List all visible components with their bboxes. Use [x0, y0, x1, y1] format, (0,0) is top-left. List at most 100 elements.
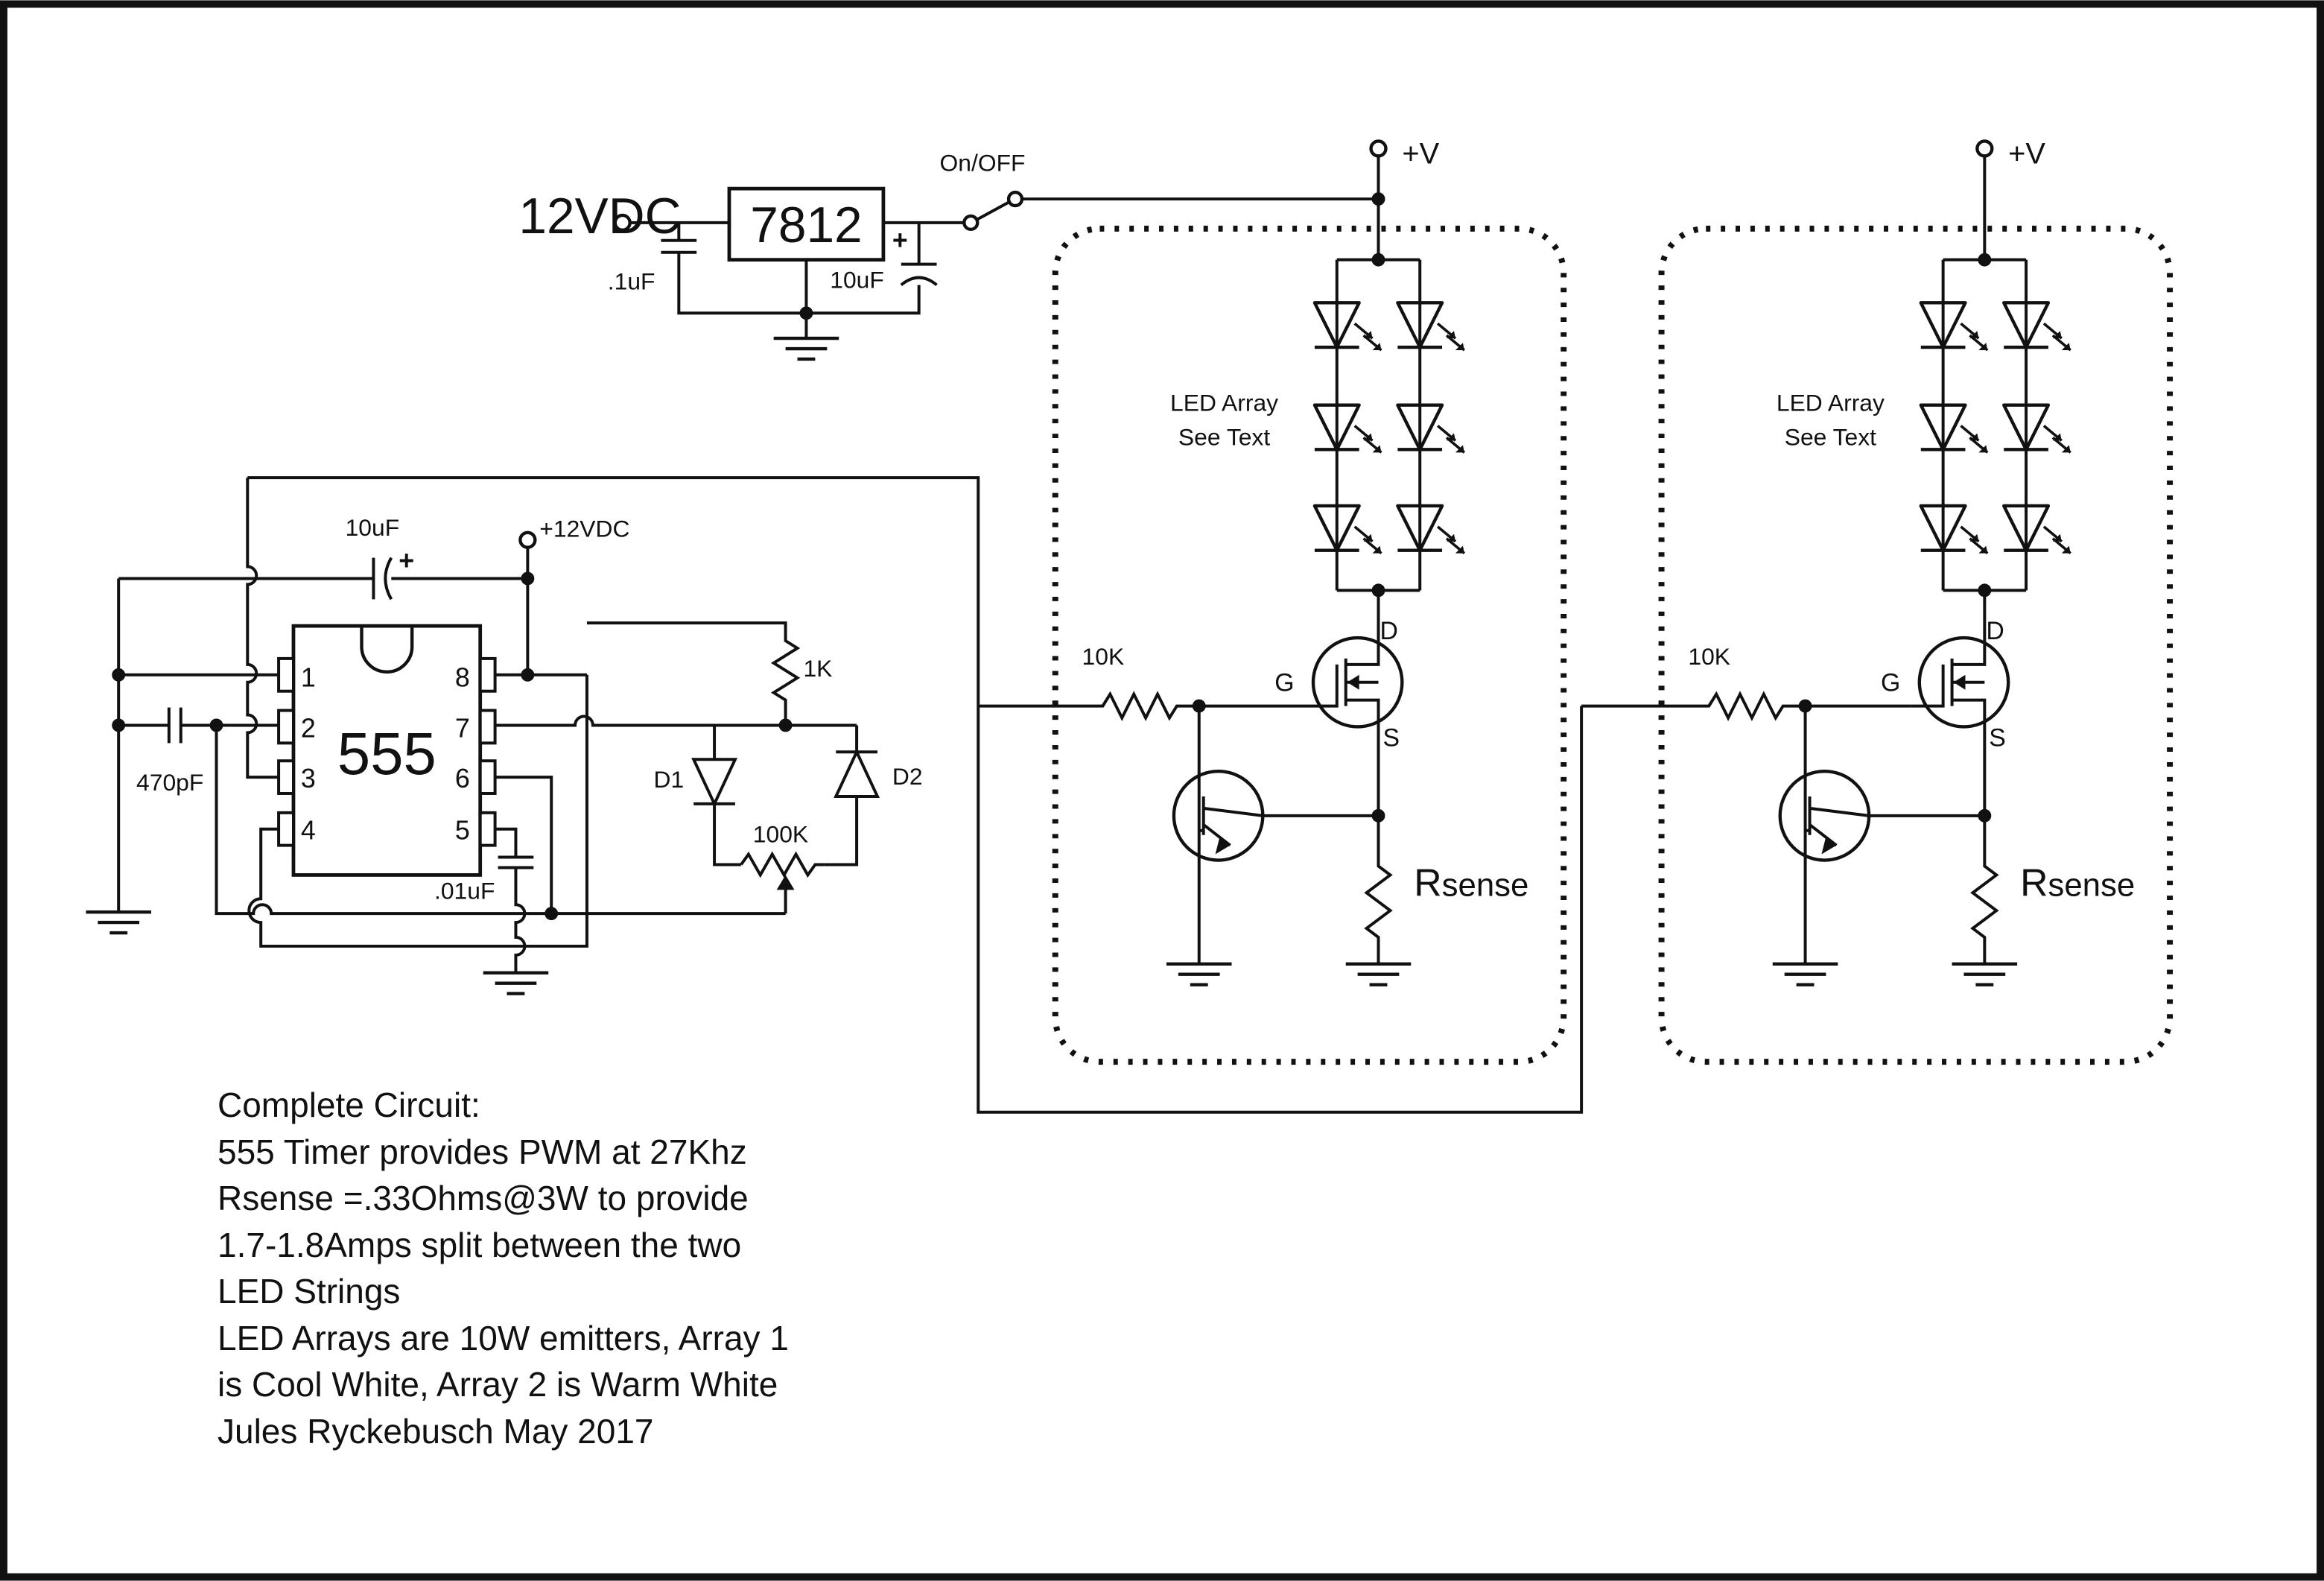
switch-label: On/OFF: [940, 149, 1026, 176]
power-supply-section: 12VDC .1uF 7812 + 10uF On/OFF: [518, 149, 1379, 359]
diode-d1: [691, 725, 741, 866]
drain-label-1: D: [1380, 617, 1397, 645]
led-array-label-2: LED Array: [1777, 390, 1885, 416]
supply-label-2: +V: [2008, 137, 2045, 170]
resistor-1k: [586, 621, 801, 726]
note-line-3: Rsense =.33Ohms@3W to provide: [218, 1179, 749, 1217]
cap-470pf: [118, 707, 279, 744]
pin-1-label: 1: [301, 663, 316, 693]
pwm-output-wire: [247, 476, 1584, 1114]
note-line-8: Jules Ryckebusch May 2017: [218, 1411, 654, 1451]
gate-resistor-1: [978, 691, 1305, 721]
note-line-6: LED Arrays are 10W emitters, Array 1: [218, 1318, 789, 1357]
cap-0-1uf: [661, 222, 921, 315]
timer-cap-label: 10uF: [346, 514, 400, 541]
note-line-7: is Cool White, Array 2 is Warm White: [218, 1365, 778, 1404]
led-icon: [1397, 506, 1464, 554]
gate-label-1: G: [1274, 669, 1294, 697]
led-icon: [1315, 405, 1382, 453]
chip-notch: [360, 626, 414, 674]
ground-icon: [1346, 964, 1412, 985]
timer-supply-terminal: [518, 530, 537, 549]
pin-2-label: 2: [301, 713, 316, 743]
pin-5-label: 5: [455, 816, 470, 846]
cap-10uf-out: [883, 221, 971, 266]
led-driver-1: +V LED Array See Text D G S 10K: [978, 137, 1567, 1065]
led-driver-2: +V LED Array See Text D G S 10K Rsense: [1581, 137, 2174, 1065]
note-line-2: 555 Timer provides PWM at 27Khz: [218, 1132, 747, 1171]
led-icon: [2004, 405, 2071, 453]
gate-label-2: G: [1881, 669, 1900, 697]
source-label-1: S: [1382, 723, 1400, 752]
pin-8-label: 8: [455, 663, 470, 693]
gate-resistor-label-1: 10K: [1082, 643, 1125, 670]
led-icon: [1921, 405, 1988, 453]
ground-icon: [483, 973, 549, 994]
svg-text:+: +: [399, 546, 414, 576]
timer-chip-label: 555: [337, 720, 436, 787]
regulator-label: 7812: [750, 197, 862, 253]
note-line-4: 1.7-1.8Amps split between the two: [218, 1225, 742, 1264]
gate-resistor-2: [1581, 691, 1911, 721]
potentiometer-100k: [740, 851, 825, 878]
diode-d1-label: D1: [653, 766, 684, 793]
regulator-7812: [727, 186, 886, 262]
note-line-5: LED Strings: [218, 1272, 401, 1311]
led-icon: [1315, 506, 1382, 554]
switch-lever: [976, 200, 1011, 221]
wiper-arrow-icon: [776, 875, 795, 890]
rsense-resistor-2: [1970, 815, 1999, 964]
ground-icon: [1166, 964, 1232, 985]
pin-6-label: 6: [455, 764, 470, 793]
diode-d2-label: D2: [892, 763, 923, 790]
svg-text:+: +: [892, 226, 908, 256]
led-array-1-boundary: [1052, 225, 1567, 1065]
diode-d2: [824, 725, 880, 866]
led-icon: [2004, 506, 2071, 554]
ground-icon: [774, 338, 839, 359]
timer-555-section: 555 1 2 3 4 8 7 6 5 + 10uF +12VDC: [86, 478, 923, 994]
cap-470pf-label: 470pF: [136, 769, 203, 796]
rsense-label-1: Rsense: [1414, 861, 1528, 904]
input-terminal: [613, 213, 632, 232]
timer-555-chip: [291, 624, 483, 877]
led-icon: [1921, 506, 1988, 554]
resistor-1k-label: 1K: [803, 655, 832, 682]
source-label-2: S: [1989, 723, 2006, 752]
led-icon: [2004, 302, 2071, 350]
led-array-2-boundary: [1658, 225, 2174, 1065]
supply-terminal-1: [1369, 139, 1388, 158]
led-array-label-1: LED Array: [1170, 390, 1278, 416]
pin-4-label: 4: [301, 816, 316, 846]
ground-icon: [1773, 964, 1838, 985]
drain-label-2: D: [1986, 617, 2004, 645]
led-array-sublabel-2: See Text: [1785, 423, 1876, 450]
cap-0-01uf: [495, 827, 534, 973]
led-icon: [1397, 405, 1464, 453]
rsense-label-2: Rsense: [2020, 861, 2135, 904]
note-line-1: Complete Circuit:: [218, 1086, 480, 1124]
cap-0-1uf-label: .1uF: [608, 267, 655, 294]
input-12vdc-label: 12VDC: [518, 188, 681, 244]
switch-contact-b: [1006, 190, 1024, 208]
mosfet-1: [1311, 636, 1404, 729]
timer-supply-label: +12VDC: [539, 516, 629, 542]
circuit-notes: Complete Circuit: 555 Timer provides PWM…: [218, 1082, 789, 1454]
potentiometer-100k-label: 100K: [753, 821, 808, 848]
led-array-sublabel-1: See Text: [1178, 423, 1270, 450]
cap-10uf-out-label: 10uF: [830, 266, 884, 293]
gate-resistor-label-2: 10K: [1688, 643, 1730, 670]
supply-label-1: +V: [1402, 137, 1439, 170]
rsense-resistor-1: [1364, 815, 1393, 964]
timer-cap-10uf: [118, 557, 528, 600]
pin-7-label: 7: [455, 713, 470, 743]
pin-3-label: 3: [301, 764, 316, 793]
ground-icon: [1952, 964, 2018, 985]
switch-contact-a: [962, 214, 980, 232]
supply-terminal-2: [1975, 139, 1994, 158]
led-icon: [1315, 302, 1382, 350]
cap-0-01uf-label: .01uF: [434, 877, 495, 904]
led-icon: [1921, 302, 1988, 350]
